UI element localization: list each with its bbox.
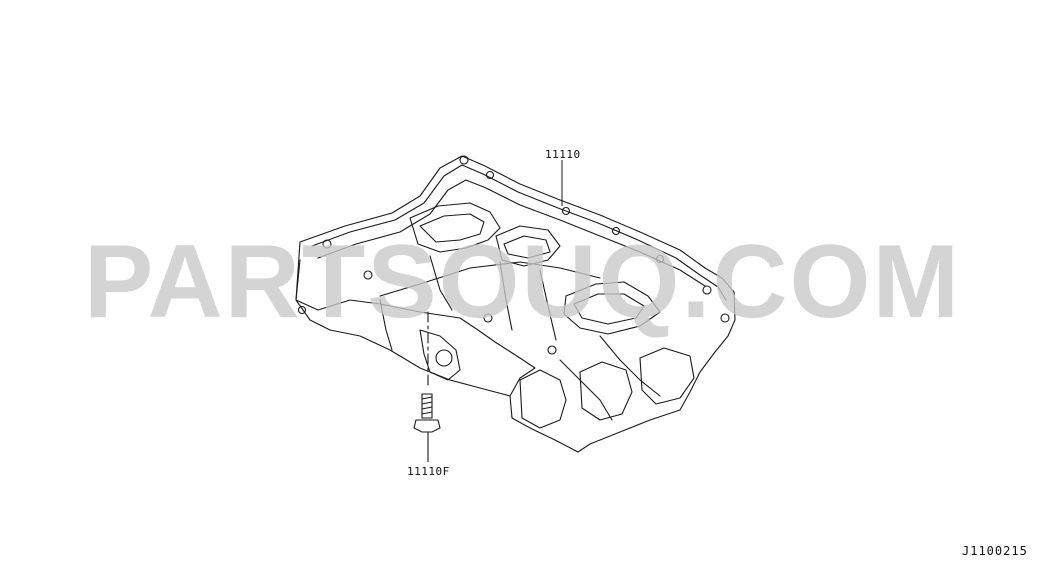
figure-code: J1100215: [962, 544, 1028, 558]
oil-pan-drawing[interactable]: [295, 155, 736, 453]
watermark: PARTSOUQ.COM: [83, 224, 962, 340]
part-label-bolt[interactable]: 11110F: [407, 465, 450, 478]
part-label-oil-pan[interactable]: 11110: [545, 148, 581, 161]
bolt-drawing[interactable]: [413, 393, 441, 462]
